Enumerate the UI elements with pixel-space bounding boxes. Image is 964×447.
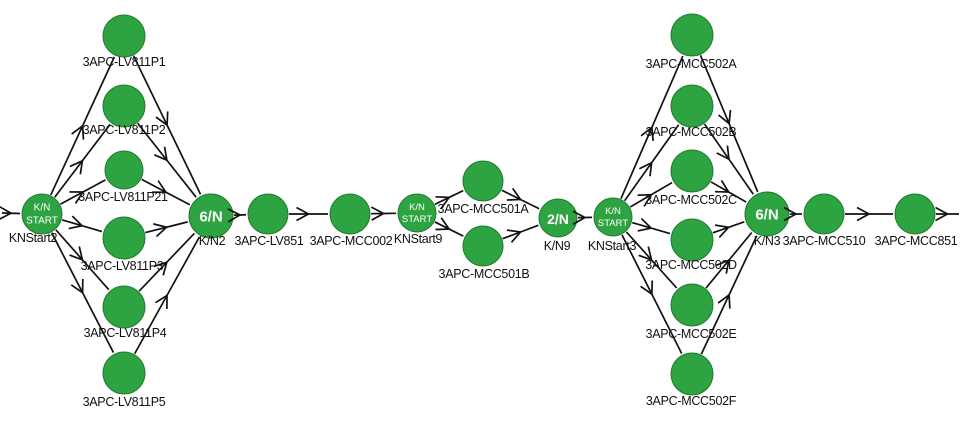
node-lv811p3 bbox=[102, 216, 146, 260]
node-circle-knstart2[interactable] bbox=[21, 193, 63, 235]
edge-knstart9-to-mcc501b bbox=[434, 217, 464, 237]
node-mcc502f bbox=[670, 352, 714, 396]
node-lv811p21 bbox=[104, 150, 144, 190]
edge-lv811p5-to-kn2 bbox=[133, 236, 201, 355]
edge-knstart3-to-mcc502c bbox=[629, 181, 673, 208]
node-mcc502c bbox=[670, 149, 714, 193]
edge-knstart3-to-mcc502d bbox=[631, 217, 671, 235]
node-label-knstart9: KNStart9 bbox=[394, 232, 443, 246]
node-circle-kn2[interactable] bbox=[188, 193, 234, 239]
edge-knstart2-to-lv811p2 bbox=[54, 123, 111, 198]
edge-knstart2-to-lv811p5 bbox=[50, 232, 115, 353]
node-circle-lv811p21[interactable] bbox=[104, 150, 144, 190]
edge-knstart2-to-lv811p1 bbox=[50, 56, 116, 196]
edge-mcc502e-to-kn3 bbox=[705, 231, 753, 289]
edge-mcc502d-to-kn3 bbox=[712, 221, 745, 238]
node-label-kn9: K/N9 bbox=[544, 239, 571, 253]
node-mcc502b bbox=[670, 84, 714, 128]
edge-knstart2-to-lv811p4 bbox=[55, 229, 110, 291]
node-label-mcc851: 3APC-MCC851 bbox=[875, 234, 958, 248]
node-lv811p4 bbox=[102, 285, 146, 329]
node-label-lv811p5: 3APC-LV811P5 bbox=[83, 395, 166, 409]
node-circle-lv811p2[interactable] bbox=[102, 84, 146, 128]
edge-mcc501a-to-kn9 bbox=[501, 187, 540, 210]
node-circle-mcc502b[interactable] bbox=[670, 84, 714, 128]
node-circle-mcc851[interactable] bbox=[894, 193, 936, 235]
node-label-mcc502f: 3APC-MCC502F bbox=[646, 394, 737, 408]
node-circle-mcc501a[interactable] bbox=[462, 160, 504, 202]
node-label-lv851: 3APC-LV851 bbox=[234, 234, 303, 248]
node-label-mcc002: 3APC-MCC002 bbox=[310, 234, 393, 248]
node-circle-lv811p1[interactable] bbox=[102, 14, 146, 58]
node-mcc510 bbox=[803, 193, 845, 235]
node-mcc501a bbox=[462, 160, 504, 202]
edge-knstart2-to-lv811p21 bbox=[60, 179, 106, 205]
edge-mcc502f-to-kn3 bbox=[700, 235, 758, 355]
node-circle-knstart9[interactable] bbox=[397, 193, 437, 233]
node-label-lv811p21: 3APC-LV811P21 bbox=[78, 190, 168, 204]
node-label-mcc501a: 3APC-MCC501A bbox=[438, 202, 530, 216]
node-circle-lv811p5[interactable] bbox=[102, 351, 146, 395]
node-circle-kn3[interactable] bbox=[744, 191, 790, 237]
edge-mcc502c-to-kn3 bbox=[710, 179, 747, 203]
edge-knstart2-to-lv811p3 bbox=[61, 215, 103, 233]
node-circle-mcc501b[interactable] bbox=[462, 225, 504, 267]
edge-layer bbox=[0, 54, 959, 355]
edge-lv811p2-to-kn2 bbox=[136, 122, 197, 198]
edge-knstart3-to-mcc502a bbox=[620, 55, 684, 199]
node-lv811p5 bbox=[102, 351, 146, 395]
node-circle-lv811p4[interactable] bbox=[102, 285, 146, 329]
node-label-knstart2: KNStart2 bbox=[9, 231, 58, 245]
node-lv811p1 bbox=[102, 14, 146, 58]
node-circle-lv811p3[interactable] bbox=[102, 216, 146, 260]
node-label-mcc502e: 3APC-MCC502E bbox=[646, 327, 737, 341]
edge-lv811p3-to-kn2 bbox=[145, 221, 188, 238]
node-circle-knstart3[interactable] bbox=[593, 197, 633, 237]
node-mcc002 bbox=[329, 193, 371, 235]
node-circle-mcc502c[interactable] bbox=[670, 149, 714, 193]
edge-lv811p4-to-kn2 bbox=[138, 232, 196, 292]
edge-mcc501b-to-kn9 bbox=[502, 224, 539, 243]
node-mcc502d bbox=[670, 218, 714, 262]
node-circle-mcc502d[interactable] bbox=[670, 218, 714, 262]
node-kn2: 6/N bbox=[188, 193, 234, 239]
node-label-mcc502a: 3APC-MCC502A bbox=[646, 57, 738, 71]
node-mcc501b bbox=[462, 225, 504, 267]
node-circle-mcc002[interactable] bbox=[329, 193, 371, 235]
node-kn3: 6/N bbox=[744, 191, 790, 237]
edge-knstart9-to-mcc501a bbox=[434, 189, 464, 210]
edge-lv811p21-to-kn2 bbox=[141, 178, 191, 206]
node-label-mcc501b: 3APC-MCC501B bbox=[439, 267, 530, 281]
node-lv811p2 bbox=[102, 84, 146, 128]
edge-mcc502b-to-kn3 bbox=[703, 123, 755, 195]
edge-knstart3-to-mcc502e bbox=[625, 231, 678, 289]
node-mcc502e bbox=[670, 283, 714, 327]
node-circle-kn9[interactable] bbox=[538, 198, 578, 238]
node-circle-mcc510[interactable] bbox=[803, 193, 845, 235]
node-mcc851 bbox=[894, 193, 936, 235]
node-mcc502a bbox=[670, 13, 714, 57]
edge-knstart3-to-mcc502b bbox=[623, 124, 680, 202]
edge-mcc502a-to-kn3 bbox=[699, 54, 759, 193]
node-circle-mcc502e[interactable] bbox=[670, 283, 714, 327]
node-label-mcc502c: 3APC-MCC502C bbox=[645, 193, 737, 207]
edge-knstart3-to-mcc502f bbox=[621, 234, 683, 354]
node-kn9: 2/N bbox=[538, 198, 578, 238]
node-lv851 bbox=[247, 193, 289, 235]
edge-lv811p1-to-kn2 bbox=[132, 55, 202, 195]
node-circle-lv851[interactable] bbox=[247, 193, 289, 235]
node-label-mcc510: 3APC-MCC510 bbox=[783, 234, 866, 248]
node-circle-mcc502a[interactable] bbox=[670, 13, 714, 57]
node-circle-mcc502f[interactable] bbox=[670, 352, 714, 396]
